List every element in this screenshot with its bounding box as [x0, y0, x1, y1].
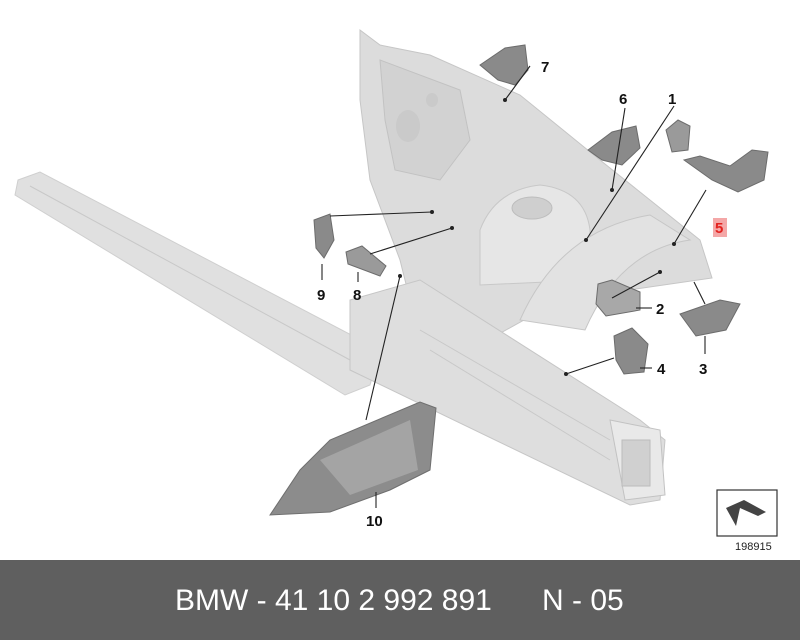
- callout-9: 9: [317, 287, 325, 304]
- orientation-arrow-icon: [716, 489, 778, 537]
- wheel-arch-structure: [359, 29, 713, 351]
- part-number-label: BMW - 41 10 2 992 891: [175, 584, 492, 617]
- callout-1: 1: [668, 91, 676, 108]
- part-9-clip: [313, 213, 335, 259]
- part-3-bracket: [679, 299, 741, 337]
- parts-diagram: 1 2 3 4 5 6 7 8 9 10: [14, 29, 778, 537]
- callout-3: 3: [699, 361, 707, 378]
- callout-4: 4: [657, 361, 666, 378]
- leader-lines: [321, 65, 707, 508]
- callout-10: 10: [366, 513, 383, 530]
- callout-labels: 1 2 3 4 5 6 7 8 9 10: [317, 59, 727, 530]
- footer-bar: BMW - 41 10 2 992 891 N - 05: [0, 560, 800, 640]
- position-label: N - 05: [542, 584, 624, 617]
- diagram-id: 198915: [735, 541, 772, 553]
- part-8-plate: [345, 245, 387, 277]
- part-7-bracket: [479, 44, 529, 86]
- callout-5-highlight: [713, 218, 727, 237]
- part-4-bracket: [613, 327, 649, 375]
- side-rail: [14, 171, 381, 396]
- longitudinal-member: [349, 279, 666, 506]
- callout-6: 6: [619, 91, 627, 108]
- part-10-panel: [269, 401, 437, 516]
- part-5-bracket: [682, 149, 769, 193]
- callout-2: 2: [656, 301, 664, 318]
- callout-7: 7: [541, 59, 549, 76]
- part-1-bracket: [665, 119, 691, 153]
- callout-8: 8: [353, 287, 361, 304]
- part-6-bracket: [587, 125, 641, 166]
- callout-5: 5: [715, 220, 723, 237]
